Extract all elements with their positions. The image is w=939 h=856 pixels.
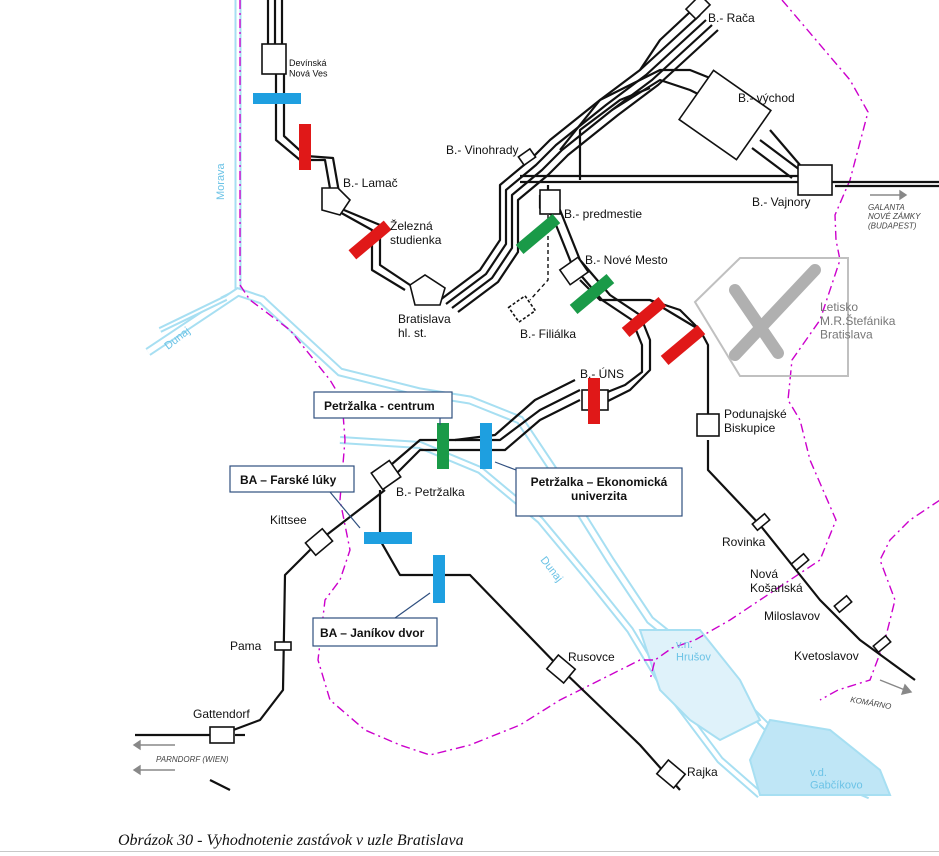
stop-janikov-dvor-blue <box>433 555 445 603</box>
callout-petrzalka-centrum: Petržalka - centrum <box>313 391 453 425</box>
station-nova-kosariska <box>790 552 810 572</box>
label-vinohrady: B.- Vinohrady <box>446 143 519 157</box>
station-podunajske <box>696 413 720 437</box>
station-raca <box>684 0 712 21</box>
callout-janikov-dvor-text: BA – Janíkov dvor <box>320 626 425 640</box>
stop-farske-luky-blue <box>364 532 412 544</box>
rail-network <box>135 0 939 791</box>
label-morava: Morava <box>215 162 227 200</box>
label-kittsee: Kittsee <box>270 513 307 527</box>
label-raca: B.- Rača <box>708 11 755 25</box>
divider <box>0 851 939 852</box>
station-gattendorf <box>209 726 235 744</box>
direction-arrows <box>132 189 913 776</box>
station-vinohrady <box>517 147 537 167</box>
stop-uns-red-1 <box>621 296 667 338</box>
stop-lamac-red <box>299 124 311 170</box>
station-predmestie <box>539 189 561 215</box>
hrusov-reservoir <box>638 629 762 742</box>
label-nove-mesto: B.- Nové Mesto <box>585 253 668 267</box>
label-rajka: Rajka <box>687 765 718 779</box>
airport <box>693 257 849 377</box>
label-komarno: KOMÁRNO <box>850 695 892 711</box>
label-dunaj-mid: Dunaj <box>538 554 565 584</box>
evaluated-stops <box>253 93 706 603</box>
station-symbols <box>209 0 892 790</box>
callouts: Petržalka - centrum BA – Farské lúky Pet… <box>229 391 683 647</box>
label-hrusov: v.n.Hrušov <box>676 639 711 664</box>
callout-petrzalka-centrum-text: Petržalka - centrum <box>324 399 435 413</box>
label-vajnory: B.- Vajnory <box>752 195 810 209</box>
stop-uns-red-2 <box>660 324 706 366</box>
station-petrzalka <box>370 459 402 491</box>
station-hlavna <box>409 274 446 306</box>
station-filialka <box>507 294 537 324</box>
label-pama: Pama <box>230 639 262 653</box>
label-rusovce: Rusovce <box>568 650 615 664</box>
gabcikovo-reservoir <box>748 718 892 796</box>
callout-janikov-dvor: BA – Janíkov dvor <box>312 592 438 647</box>
station-kvetoslavov <box>872 634 892 654</box>
callout-farske-luky-text: BA – Farské lúky <box>240 473 337 487</box>
figure-caption: Obrázok 30 - Vyhodnotenie zastávok v uzl… <box>118 832 464 849</box>
label-uns: B.- ÚNS <box>580 366 624 381</box>
label-parndorf: PARNDORF (WIEN) <box>156 755 229 764</box>
label-predmestie: B.- predmestie <box>564 207 642 221</box>
callout-farske-luky: BA – Farské lúky <box>229 465 361 529</box>
station-vajnory <box>797 164 833 196</box>
label-gattendorf: Gattendorf <box>193 707 250 721</box>
station-pama <box>274 641 292 651</box>
label-kvetoslavov: Kvetoslavov <box>794 649 859 663</box>
label-filialka: B.- Filiálka <box>520 327 576 341</box>
station-miloslavov <box>833 594 853 614</box>
station-rusovce <box>545 653 577 685</box>
stop-uns-red-3 <box>588 378 600 424</box>
stop-nove-mesto-green <box>569 273 615 315</box>
label-lamac: B.- Lamač <box>343 176 398 190</box>
label-gabcikovo: v.d.Gabčíkovo <box>810 767 863 792</box>
stop-zelezna-red <box>348 220 392 260</box>
station-lamac <box>321 187 352 216</box>
station-devinska <box>261 43 287 75</box>
station-kittsee <box>304 527 334 557</box>
station-rajka <box>655 758 687 790</box>
label-petrzalka: B.- Petržalka <box>396 485 465 499</box>
station-rovinka <box>751 512 771 532</box>
label-vychod: B.- východ <box>738 91 795 105</box>
label-rovinka: Rovinka <box>722 535 766 549</box>
stop-devinska-blue <box>253 93 301 104</box>
stop-ekonomicka-blue <box>480 423 492 469</box>
stop-predmestie-green <box>515 213 561 255</box>
station-vychod <box>678 69 772 161</box>
stop-petrzalka-centrum-green <box>437 423 449 469</box>
label-miloslavov: Miloslavov <box>764 609 820 623</box>
station-nove-mesto <box>558 256 590 286</box>
